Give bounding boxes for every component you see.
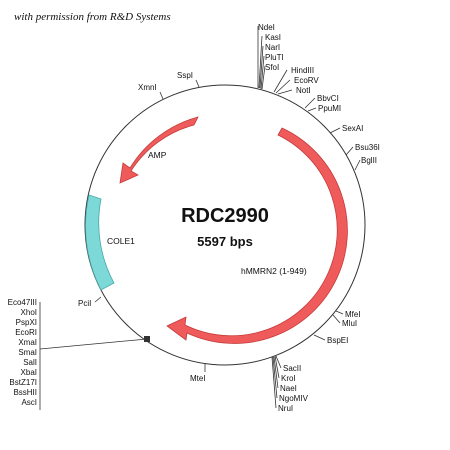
site-marker: [144, 336, 150, 342]
site-label: KroI: [281, 374, 296, 383]
feature-cole1-band: [85, 194, 115, 291]
site-label: Eco47III: [8, 298, 37, 307]
feature-label-hmmrn2: hMMRN2 (1-949): [241, 266, 307, 276]
site-label: PspXI: [16, 318, 37, 327]
site-label: EcoRV: [294, 76, 319, 85]
site-label: HindIII: [291, 66, 314, 75]
site-label: NotI: [296, 86, 311, 95]
site-label: XmnI: [138, 83, 157, 92]
site-label: SacII: [283, 364, 301, 373]
site-lines: [39, 26, 361, 410]
site-label: NgoMIV: [279, 394, 309, 403]
plasmid-backbone: [84, 84, 366, 366]
site-label: BssHII: [13, 388, 37, 397]
site-label: Bsu36I: [355, 143, 380, 152]
site-label: MluI: [342, 319, 357, 328]
site-label: SmaI: [18, 348, 37, 357]
site-label: MfeI: [345, 310, 361, 319]
site-label: SexAI: [342, 124, 363, 133]
site-label: EcoRI: [15, 328, 37, 337]
site-label: BstZ17I: [9, 378, 37, 387]
site-label: XhoI: [21, 308, 37, 317]
site-label: PpuMI: [318, 104, 341, 113]
site-label: NruI: [278, 404, 293, 413]
site-label: AscI: [21, 398, 37, 407]
site-label: MteI: [190, 374, 206, 383]
site-label: NaeI: [280, 384, 297, 393]
site-label: SalI: [23, 358, 37, 367]
site-label: SspI: [177, 71, 193, 80]
site-label: BspEI: [327, 336, 348, 345]
site-label: XbaI: [21, 368, 37, 377]
site-label: BglII: [361, 156, 377, 165]
site-label: KasI: [265, 33, 281, 42]
site-label: BbvCI: [317, 94, 339, 103]
site-label: SfoI: [265, 63, 279, 72]
site-label: NarI: [265, 43, 280, 52]
site-label: XmaI: [18, 338, 37, 347]
feature-label-cole1: COLE1: [107, 236, 135, 246]
feature-amp-arrow: [119, 116, 199, 184]
site-label: NdeI: [258, 23, 275, 32]
feature-hmmrn2-arrow: [166, 127, 348, 344]
site-label: PluTI: [265, 53, 284, 62]
plasmid-size: 5597 bps: [197, 234, 253, 249]
credit-text: with permission from R&D Systems: [14, 11, 171, 23]
plasmid-name: RDC2990: [181, 205, 269, 227]
feature-label-amp: AMP: [148, 150, 167, 160]
site-label: PciI: [78, 299, 91, 308]
